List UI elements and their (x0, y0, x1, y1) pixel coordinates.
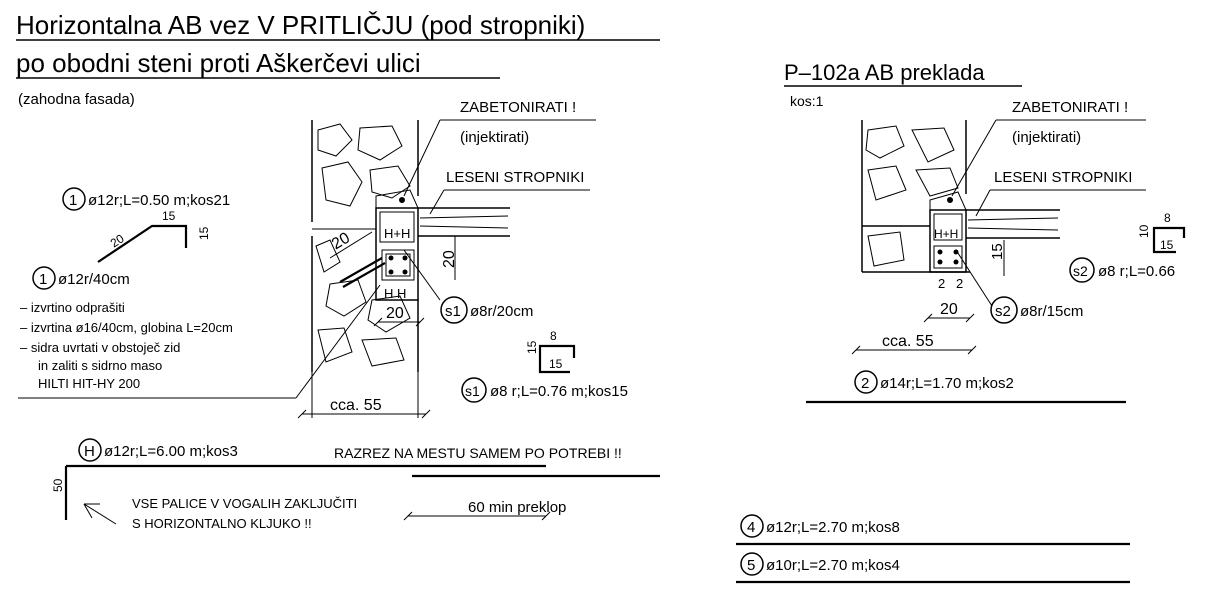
left-bar1-dim-15b: 15 (197, 226, 211, 240)
right-bar4-callout: 4 ø12r;L=2.70 m;kos8 (736, 514, 1130, 546)
right-cca55: cca. 55 (851, 333, 977, 355)
left-s1b-spec: ø8 r;L=0.76 m;kos15 (490, 383, 628, 400)
right-zabetonirati: ZABETONIRATI ! (1012, 99, 1128, 116)
right-dimensions: 15 2 2 20 (923, 240, 1006, 323)
left-vse-line2: S HORIZONTALNO KLJUKO !! (132, 516, 312, 531)
right-leseni-stropniki: LESENI STROPNIKI (994, 169, 1132, 186)
right-dim-2b: 2 (956, 276, 963, 291)
left-bar1-callout: 1 ø12r;L=0.50 m;kos21 20 15 15 (62, 187, 230, 263)
right-stirrup-shape: 8 10 15 (1137, 211, 1186, 254)
left-stirrup-shape: 8 15 15 (525, 329, 576, 374)
left-bar1b-number: 1 (39, 271, 47, 288)
left-note-2: – izvrtina ø16/40cm, globina L=20cm (20, 320, 233, 335)
left-dim-20-bottom: 20 (386, 305, 404, 322)
right-kos: kos:1 (790, 93, 824, 109)
right-hh: H+H (934, 227, 958, 241)
left-stirrup-15a: 15 (525, 340, 539, 354)
left-dim-20-vert: 20 (441, 250, 458, 268)
left-h-number: H (84, 443, 95, 460)
left-stirrup-8: 8 (550, 329, 557, 343)
right-bar4-number: 4 (747, 519, 755, 536)
right-bar2-callout: 2 ø14r;L=1.70 m;kos2 (806, 370, 1126, 404)
right-s2-spec: ø8r/15cm (1020, 303, 1083, 320)
left-note-4: in zaliti s sidrno maso (38, 358, 162, 373)
left-min-preklop: 60 min preklop (468, 499, 566, 516)
left-s1-spec: ø8r/20cm (470, 303, 533, 320)
left-bar1b-callout: 1 ø12r/40cm (32, 266, 130, 290)
left-s1-number: s1 (445, 303, 461, 320)
left-s1b-number: s1 (465, 383, 480, 399)
right-dim-2a: 2 (938, 276, 945, 291)
left-title-line2: po obodni steni proti Aškerčevi ulici (16, 48, 421, 78)
left-s1-callout: s1 ø8r/20cm (440, 296, 533, 324)
left-h-callout: H ø12r;L=6.00 m;kos3 RAZREZ NA MESTU SAM… (51, 438, 660, 531)
left-cca55: cca. 55 (297, 372, 431, 419)
right-leaders (951, 119, 1146, 307)
left-bar1-spec: ø12r;L=0.50 m;kos21 (88, 192, 230, 209)
left-stirrup-15b: 15 (549, 357, 563, 371)
left-s1b-callout: s1 ø8 r;L=0.76 m;kos15 (461, 377, 628, 403)
right-injektirati: (injektirati) (1012, 129, 1081, 146)
left-cca55-label: cca. 55 (330, 397, 382, 414)
right-cca55-label: cca. 55 (882, 333, 934, 350)
right-bar5-callout: 5 ø10r;L=2.70 m;kos4 (736, 552, 1130, 584)
left-h-spec: ø12r;L=6.00 m;kos3 (104, 443, 238, 460)
left-injektirati: (injektirati) (460, 129, 529, 146)
right-bar4-spec: ø12r;L=2.70 m;kos8 (766, 519, 900, 536)
right-bar2-spec: ø14r;L=1.70 m;kos2 (880, 375, 1014, 392)
right-stirrup-8: 8 (1164, 211, 1171, 225)
left-hook-50: 50 (51, 478, 65, 492)
left-title-block: Horizontalna AB vez V PRITLIČJU (pod str… (16, 10, 660, 108)
left-note-1: – izvrtino odprašiti (20, 300, 125, 315)
left-tie-beam: H+H H H (339, 207, 419, 301)
right-bar5-number: 5 (747, 557, 755, 574)
right-dim-15: 15 (989, 243, 1006, 260)
right-s2b-callout: s2 ø8 r;L=0.66 (1069, 257, 1175, 283)
right-bar5-spec: ø10r;L=2.70 m;kos4 (766, 557, 900, 574)
right-bar2-number: 2 (861, 375, 869, 392)
right-stirrup-10: 10 (1137, 224, 1151, 238)
left-wall-section (311, 120, 419, 372)
left-hh-top: H+H (384, 226, 410, 241)
left-title-line1: Horizontalna AB vez V PRITLIČJU (pod str… (16, 10, 585, 40)
right-s2b-spec: ø8 r;L=0.66 (1098, 263, 1175, 280)
left-notes: – izvrtino odprašiti – izvrtina ø16/40cm… (20, 300, 233, 391)
left-vse-line1: VSE PALICE V VOGALIH ZAKLJUČITI (132, 496, 357, 511)
left-leaders (18, 119, 596, 399)
left-note-5: HILTI HIT-HY 200 (38, 376, 140, 391)
left-dim-20-slant: 20 (329, 230, 353, 254)
right-wall-section (861, 120, 970, 273)
left-bar1b-spec: ø12r/40cm (58, 271, 130, 288)
right-title-block: P–102a AB preklada kos:1 (784, 60, 1022, 109)
right-title: P–102a AB preklada (784, 60, 985, 85)
left-subtitle: (zahodna fasada) (18, 91, 135, 108)
right-lintel: H+H (929, 209, 967, 273)
right-stirrup-15: 15 (1160, 238, 1174, 252)
left-dimensions-beam: 20 20 20 (329, 230, 458, 327)
left-leseni-stropniki: LESENI STROPNIKI (446, 169, 584, 186)
left-bar1-dim-20: 20 (108, 231, 127, 250)
right-s2b-number: s2 (1073, 263, 1088, 279)
left-zabetonirati: ZABETONIRATI ! (460, 99, 576, 116)
left-bar1-number: 1 (69, 192, 77, 209)
right-s2-callout: s2 ø8r/15cm (990, 296, 1083, 324)
left-hh-bottom: H H (384, 286, 406, 301)
left-bar1-dim-15a: 15 (162, 209, 176, 223)
right-s2-number: s2 (995, 303, 1011, 320)
left-joist (375, 189, 510, 237)
left-razrez: RAZREZ NA MESTU SAMEM PO POTREBI !! (334, 445, 622, 461)
left-note-3: – sidra uvrtati v obstoječ zid (20, 340, 180, 355)
right-dim-20: 20 (940, 301, 958, 318)
